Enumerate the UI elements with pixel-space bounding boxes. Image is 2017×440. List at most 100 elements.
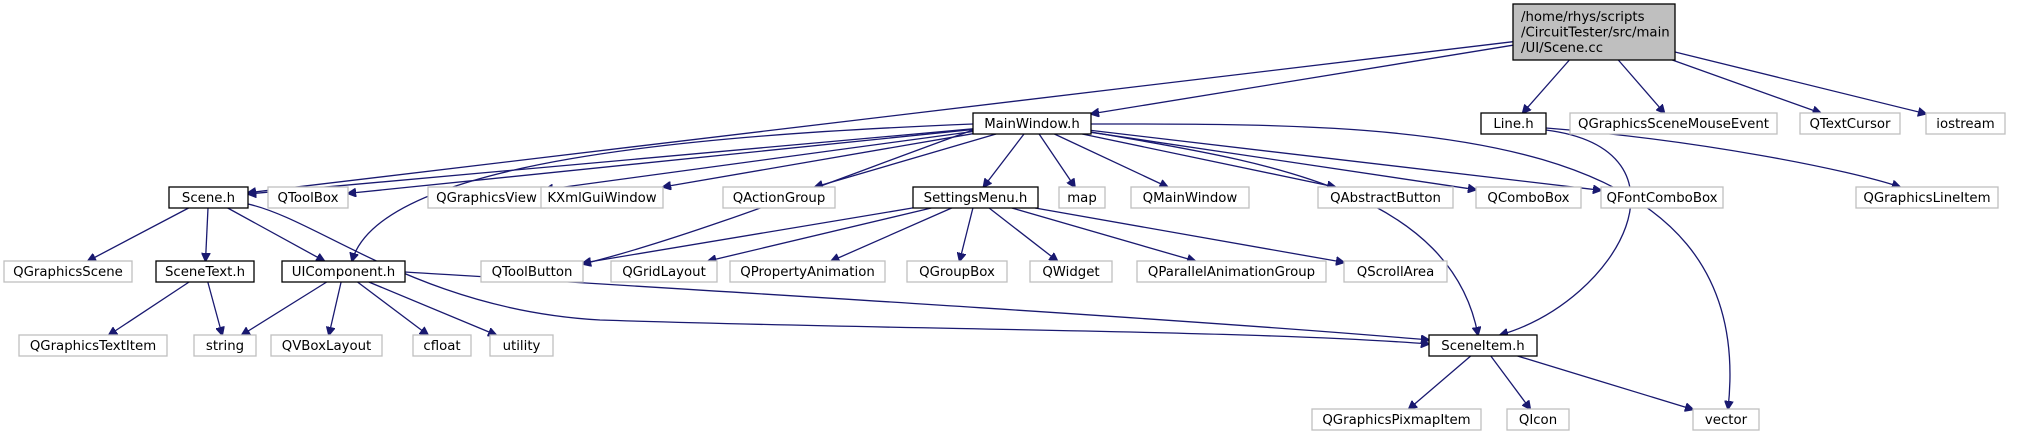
edge-mainwindow_h-to-qmainwindow xyxy=(1054,133,1167,187)
edge-scene_cc-to-mainwindow_h xyxy=(1091,44,1514,114)
node-scenetext_h[interactable]: SceneText.h xyxy=(155,260,255,283)
node-box xyxy=(1600,186,1724,209)
node-box xyxy=(1569,112,1778,135)
node-qabstractbutton: QAbstractButton xyxy=(1317,186,1454,209)
edge-mainwindow_h-to-map xyxy=(1038,133,1075,187)
node-qgroupbox: QGroupBox xyxy=(906,260,1008,283)
node-box xyxy=(1136,260,1327,283)
node-qgraphicsscenemouseevent: QGraphicsSceneMouseEvent xyxy=(1569,112,1778,135)
node-box xyxy=(1925,112,2006,135)
node-label: QGroupBox xyxy=(919,265,995,280)
edge-scene_cc-to-qtextcursor xyxy=(1672,59,1820,113)
node-qparallelanimationgroup: QParallelAnimationGroup xyxy=(1136,260,1327,283)
node-box xyxy=(1343,260,1448,283)
node-box xyxy=(1506,408,1570,431)
edge-scene_cc-to-line_h xyxy=(1523,59,1570,113)
node-box xyxy=(1311,408,1482,431)
nodes-layer: /home/rhys/scripts/CircuitTester/src/mai… xyxy=(3,3,2006,431)
node-label: QGraphicsSceneMouseEvent xyxy=(1578,117,1769,132)
node-mainwindow_h[interactable]: MainWindow.h xyxy=(972,112,1092,135)
node-settingsmenu_h[interactable]: SettingsMenu.h xyxy=(912,186,1039,209)
edge-mainwindow_h-to-qfontcombobox xyxy=(1090,129,1601,190)
node-label: /CircuitTester/src/main xyxy=(1521,26,1670,41)
node-vector: vector xyxy=(1692,408,1760,431)
node-box xyxy=(193,334,257,357)
node-cfloat: cfloat xyxy=(412,334,472,357)
node-label: /UI/Scene.cc xyxy=(1521,41,1603,56)
node-box xyxy=(1692,408,1760,431)
edge-scene_h-to-scenetext_h xyxy=(206,207,209,261)
node-scene_h[interactable]: Scene.h xyxy=(168,186,249,209)
node-box xyxy=(267,186,349,209)
node-label: QGraphicsLineItem xyxy=(1863,191,1990,206)
node-uicomponent_h[interactable]: UIComponent.h xyxy=(281,260,406,283)
node-label: QToolBox xyxy=(277,191,338,206)
node-qwidget: QWidget xyxy=(1029,260,1113,283)
node-label: QGraphicsPixmapItem xyxy=(1322,413,1470,428)
edge-line_h-to-sceneitem_h xyxy=(1500,129,1632,335)
edge-mainwindow_h-to-qabstractbutton xyxy=(1082,133,1335,187)
edge-mainwindow_h-to-qgraphicsview xyxy=(545,130,974,190)
node-qtoolbutton: QToolButton xyxy=(480,260,584,283)
node-qactiongroup: QActionGroup xyxy=(722,186,836,209)
node-box xyxy=(1799,112,1901,135)
node-box xyxy=(155,260,255,283)
node-box xyxy=(540,186,664,209)
node-box xyxy=(270,334,383,357)
node-kxmlguiwindow: KXmlGuiWindow xyxy=(540,186,664,209)
node-label: QVBoxLayout xyxy=(282,339,371,354)
edge-scene_cc-to-scene_h xyxy=(248,41,1514,193)
node-box xyxy=(1428,334,1538,357)
edge-scene_h-to-qgraphicsscene xyxy=(88,207,189,261)
edge-settingsmenu_h-to-qtoolbutton xyxy=(583,207,914,263)
node-box xyxy=(1130,186,1250,209)
node-label: QToolButton xyxy=(492,265,573,280)
node-box xyxy=(729,260,886,283)
node-map: map xyxy=(1058,186,1106,209)
node-label: SettingsMenu.h xyxy=(924,191,1028,206)
edge-uicomponent_h-to-utility xyxy=(368,281,496,335)
edge-line_h-to-qgraphicslineitem xyxy=(1545,127,1900,187)
node-label: SceneItem.h xyxy=(1441,339,1524,354)
edge-uicomponent_h-to-string xyxy=(242,281,328,335)
edge-mainwindow_h-to-qtoolbox xyxy=(348,128,974,194)
node-qgraphicsscene: QGraphicsScene xyxy=(3,260,133,283)
node-box xyxy=(281,260,406,283)
node-sceneitem_h[interactable]: SceneItem.h xyxy=(1428,334,1538,357)
edge-mainwindow_h-to-settingsmenu_h xyxy=(984,133,1025,187)
node-scene_cc[interactable]: /home/rhys/scripts/CircuitTester/src/mai… xyxy=(1512,3,1676,61)
edge-mainwindow_h-to-scene_h xyxy=(248,128,974,194)
edge-scenetext_h-to-string xyxy=(207,281,222,335)
node-box xyxy=(1317,186,1454,209)
edges-layer xyxy=(88,41,1926,410)
node-qgraphicstextitem: QGraphicsTextItem xyxy=(18,334,168,357)
node-box xyxy=(1058,186,1106,209)
node-label: vector xyxy=(1705,413,1748,428)
node-box xyxy=(1029,260,1113,283)
node-box xyxy=(412,334,472,357)
node-qgraphicsview: QGraphicsView xyxy=(427,186,546,209)
node-qvboxlayout: QVBoxLayout xyxy=(270,334,383,357)
node-label: QAbstractButton xyxy=(1330,191,1441,206)
edge-sceneitem_h-to-qgraphicspixmapitem xyxy=(1409,355,1472,409)
node-label: QGraphicsScene xyxy=(13,265,123,280)
node-box xyxy=(1475,186,1582,209)
node-qgraphicspixmapitem: QGraphicsPixmapItem xyxy=(1311,408,1482,431)
node-label: QComboBox xyxy=(1487,191,1569,206)
node-label: cfloat xyxy=(423,339,460,354)
node-qgridlayout: QGridLayout xyxy=(610,260,718,283)
node-label: string xyxy=(206,339,244,354)
edge-mainwindow_h-to-qcombobox xyxy=(1090,131,1476,189)
node-label: iostream xyxy=(1936,117,1994,132)
edge-settingsmenu_h-to-qgroupbox xyxy=(960,207,974,261)
node-label: utility xyxy=(503,339,541,354)
node-qpropertyanimation: QPropertyAnimation xyxy=(729,260,886,283)
node-line_h[interactable]: Line.h xyxy=(1480,112,1547,135)
node-label: map xyxy=(1067,191,1097,206)
edge-scene_cc-to-qgraphicsscenemouseevent xyxy=(1617,59,1664,113)
node-label: QIcon xyxy=(1519,413,1557,428)
node-label: QTextCursor xyxy=(1809,117,1891,132)
edge-mainwindow_h-to-uicomponent_h xyxy=(352,123,974,261)
node-box xyxy=(906,260,1008,283)
node-qgraphicslineitem: QGraphicsLineItem xyxy=(1855,186,1999,209)
